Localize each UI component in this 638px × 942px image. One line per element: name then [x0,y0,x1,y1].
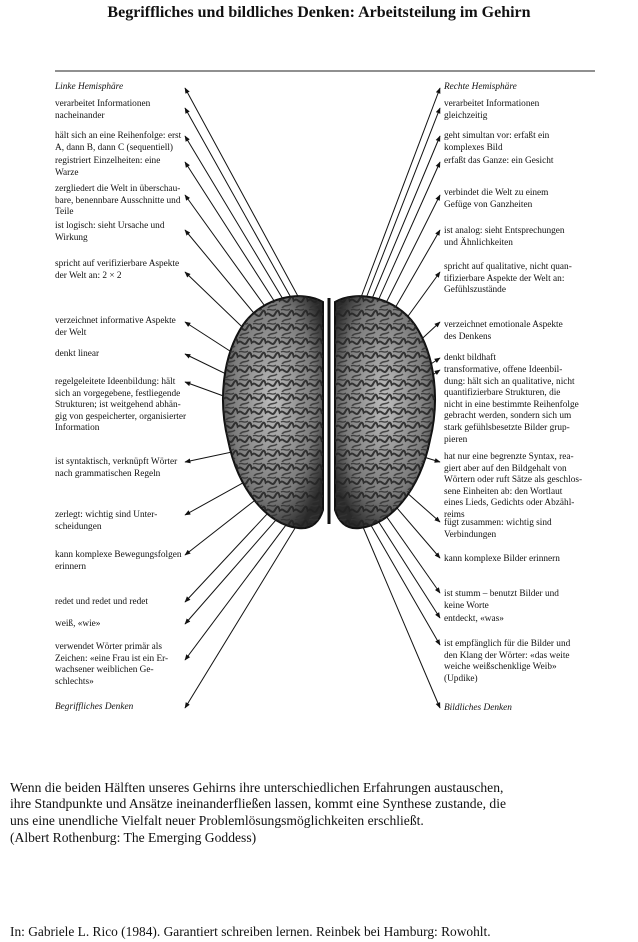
left-arrow-line [184,107,301,314]
right-trait-label: fügt zusammen: wichtig sind Verbindungen [444,518,552,540]
left-footer-label: Begriffliches Denken [55,702,134,712]
left-arrow-line [184,87,301,301]
right-trait-label: kann komplexe Bilder erinnern [444,554,560,564]
left-arrow-line [184,135,301,328]
brain-image [222,295,436,530]
left-trait-label: zerlegt: wichtig sind Unter- scheidungen [55,510,158,532]
left-trait-label: denkt linear [55,349,100,359]
left-trait-label: verarbeitet Informationen nacheinander [55,99,151,121]
right-trait-label: verbindet die Welt zu einem Gefüge von G… [444,188,549,210]
left-trait-label: ist logisch: sieht Ursache und Wirkung [55,221,165,243]
right-trait-label: entdeckt, «was» [444,614,504,624]
left-arrow-line [184,519,301,709]
right-arrow-line [359,87,441,301]
left-trait-label: registriert Einzelheiten: eine Warze [55,156,161,178]
right-trait-label: spricht auf qualitative, nicht quan- tif… [444,262,572,296]
left-trait-label: spricht auf verifizierbare Aspekte der W… [55,259,180,281]
right-arrow-line [359,506,441,646]
source-citation: In: Gabriele L. Rico (1984). Garantiert … [10,924,491,939]
left-hemisphere-header: Linke Hemisphäre [55,82,124,92]
page-title: Begriffliches und bildliches Denken: Arb… [107,4,531,21]
left-trait-label: regelgeleitete Ideenbildung: hält sich a… [55,377,187,434]
left-trait-label: redet und redet und redet [55,597,148,607]
arrow-lines [55,70,595,709]
left-trait-label: zergliedert die Welt in überschau- bare,… [55,184,181,218]
left-trait-label: weiß, «wie» [55,619,101,629]
left-trait-label: kann komplexe Bewegungsfolgen erinnern [55,550,182,572]
right-arrow-line [359,519,441,709]
quote-text: Wenn die beiden Hälften unseres Gehirns … [10,780,507,828]
right-trait-label: geht simultan vor: erfaßt ein komplexes … [444,131,550,153]
right-hemisphere-header: Rechte Hemisphäre [444,82,517,92]
left-arrow-line [184,505,301,661]
right-trait-label: ist stumm – benutzt Bilder und keine Wor… [444,589,559,611]
right-arrow-line [359,107,441,314]
right-footer-label: Bildliches Denken [444,703,512,713]
left-trait-label: ist syntaktisch, verknüpft Wörter nach g… [55,457,178,479]
right-trait-label: verzeichnet emotionale Aspekte des Denke… [444,320,563,342]
right-trait-label: verarbeitet Informationen gleichzeitig [444,99,540,121]
right-arrow-line [359,135,441,328]
right-trait-label: ist analog: sieht Entsprechungen und Ähn… [444,226,565,248]
right-trait-label: hat nur eine begrenzte Syntax, rea- gier… [444,452,583,520]
right-trait-label: transformative, offene Ideenbil- dung: h… [444,365,579,445]
left-trait-label: hält sich an eine Reihenfolge: erst A, d… [55,131,182,153]
brain-diagram: Linke Hemisphäre Rechte Hemisphäre verar… [55,70,595,713]
left-trait-label: verwendet Wörter primär als Zeichen: «ei… [55,642,169,687]
right-trait-label: erfaßt das Ganze: ein Gesicht [444,156,554,166]
quote-author: (Albert Rothenburg: The Emerging Goddess… [10,830,257,845]
right-trait-label: denkt bildhaft [444,353,496,363]
left-trait-label: verzeichnet informative Aspekte der Welt [55,316,176,338]
right-trait-label: ist empfänglich für die Bilder und den K… [444,639,571,684]
